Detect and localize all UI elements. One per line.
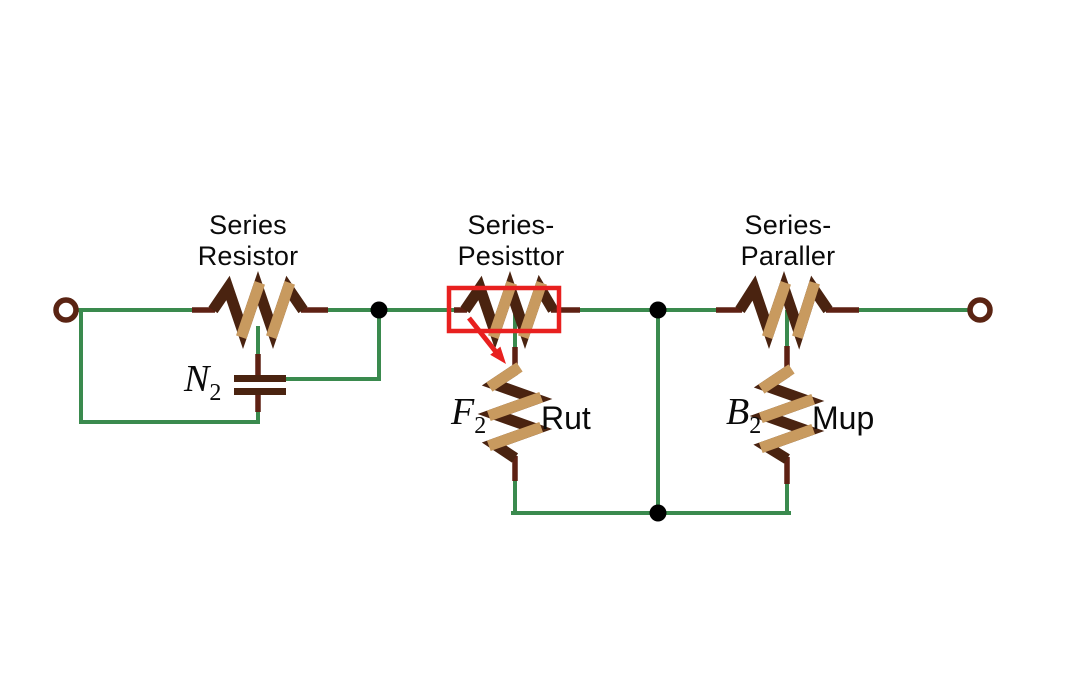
component-leads: [192, 307, 859, 484]
resistor-series-resistor: [208, 270, 308, 350]
highlight: [446, 285, 562, 364]
junction-dot-1: [370, 301, 388, 319]
label-line1: Series: [209, 210, 287, 240]
label-series-paraller: Series- Paraller: [678, 210, 898, 272]
ref-label-n2: N2: [184, 357, 221, 405]
resistor-series-paraller: [735, 270, 833, 350]
terminal-right-icon: [967, 297, 993, 323]
junction-dot-2: [649, 301, 667, 319]
capacitor-plate-bottom: [234, 388, 286, 395]
highlight-box: [446, 285, 562, 334]
label-line2: Pesisttor: [457, 241, 565, 271]
component-name-rut: Rut: [541, 400, 591, 436]
highlight-arrow-head-icon: [490, 346, 506, 364]
ref-letter: N: [184, 358, 210, 400]
label-line2: Resistor: [197, 241, 299, 271]
label-line1: Series-: [467, 210, 555, 240]
ref-letter: F: [451, 391, 475, 433]
capacitor-n2: [234, 375, 286, 395]
ref-subscript: 2: [474, 413, 487, 439]
capacitor-plate-top: [234, 375, 286, 382]
resistor-f2-rut: [477, 362, 553, 463]
label-series-resistor: Series Resistor: [138, 210, 358, 272]
terminal-left-icon: [53, 297, 79, 323]
junction-dot-3: [649, 504, 667, 522]
label-series-pesisttor: Series- Pesisttor: [401, 210, 621, 272]
ref-label-f2: F2: [451, 390, 486, 438]
resistor-b2-mup: [749, 364, 825, 464]
label-line2: Paraller: [740, 241, 836, 271]
ref-label-b2: B2: [726, 390, 761, 438]
resistor-series-pesisttor: [460, 270, 558, 350]
ref-subscript: 2: [209, 380, 222, 406]
component-name-mup: Mup: [812, 400, 875, 436]
label-line1: Series-: [744, 210, 832, 240]
junction-dots: [370, 301, 667, 522]
highlight-arrow-shaft: [467, 316, 498, 354]
ref-subscript: 2: [749, 413, 762, 439]
ref-letter: B: [726, 391, 750, 433]
